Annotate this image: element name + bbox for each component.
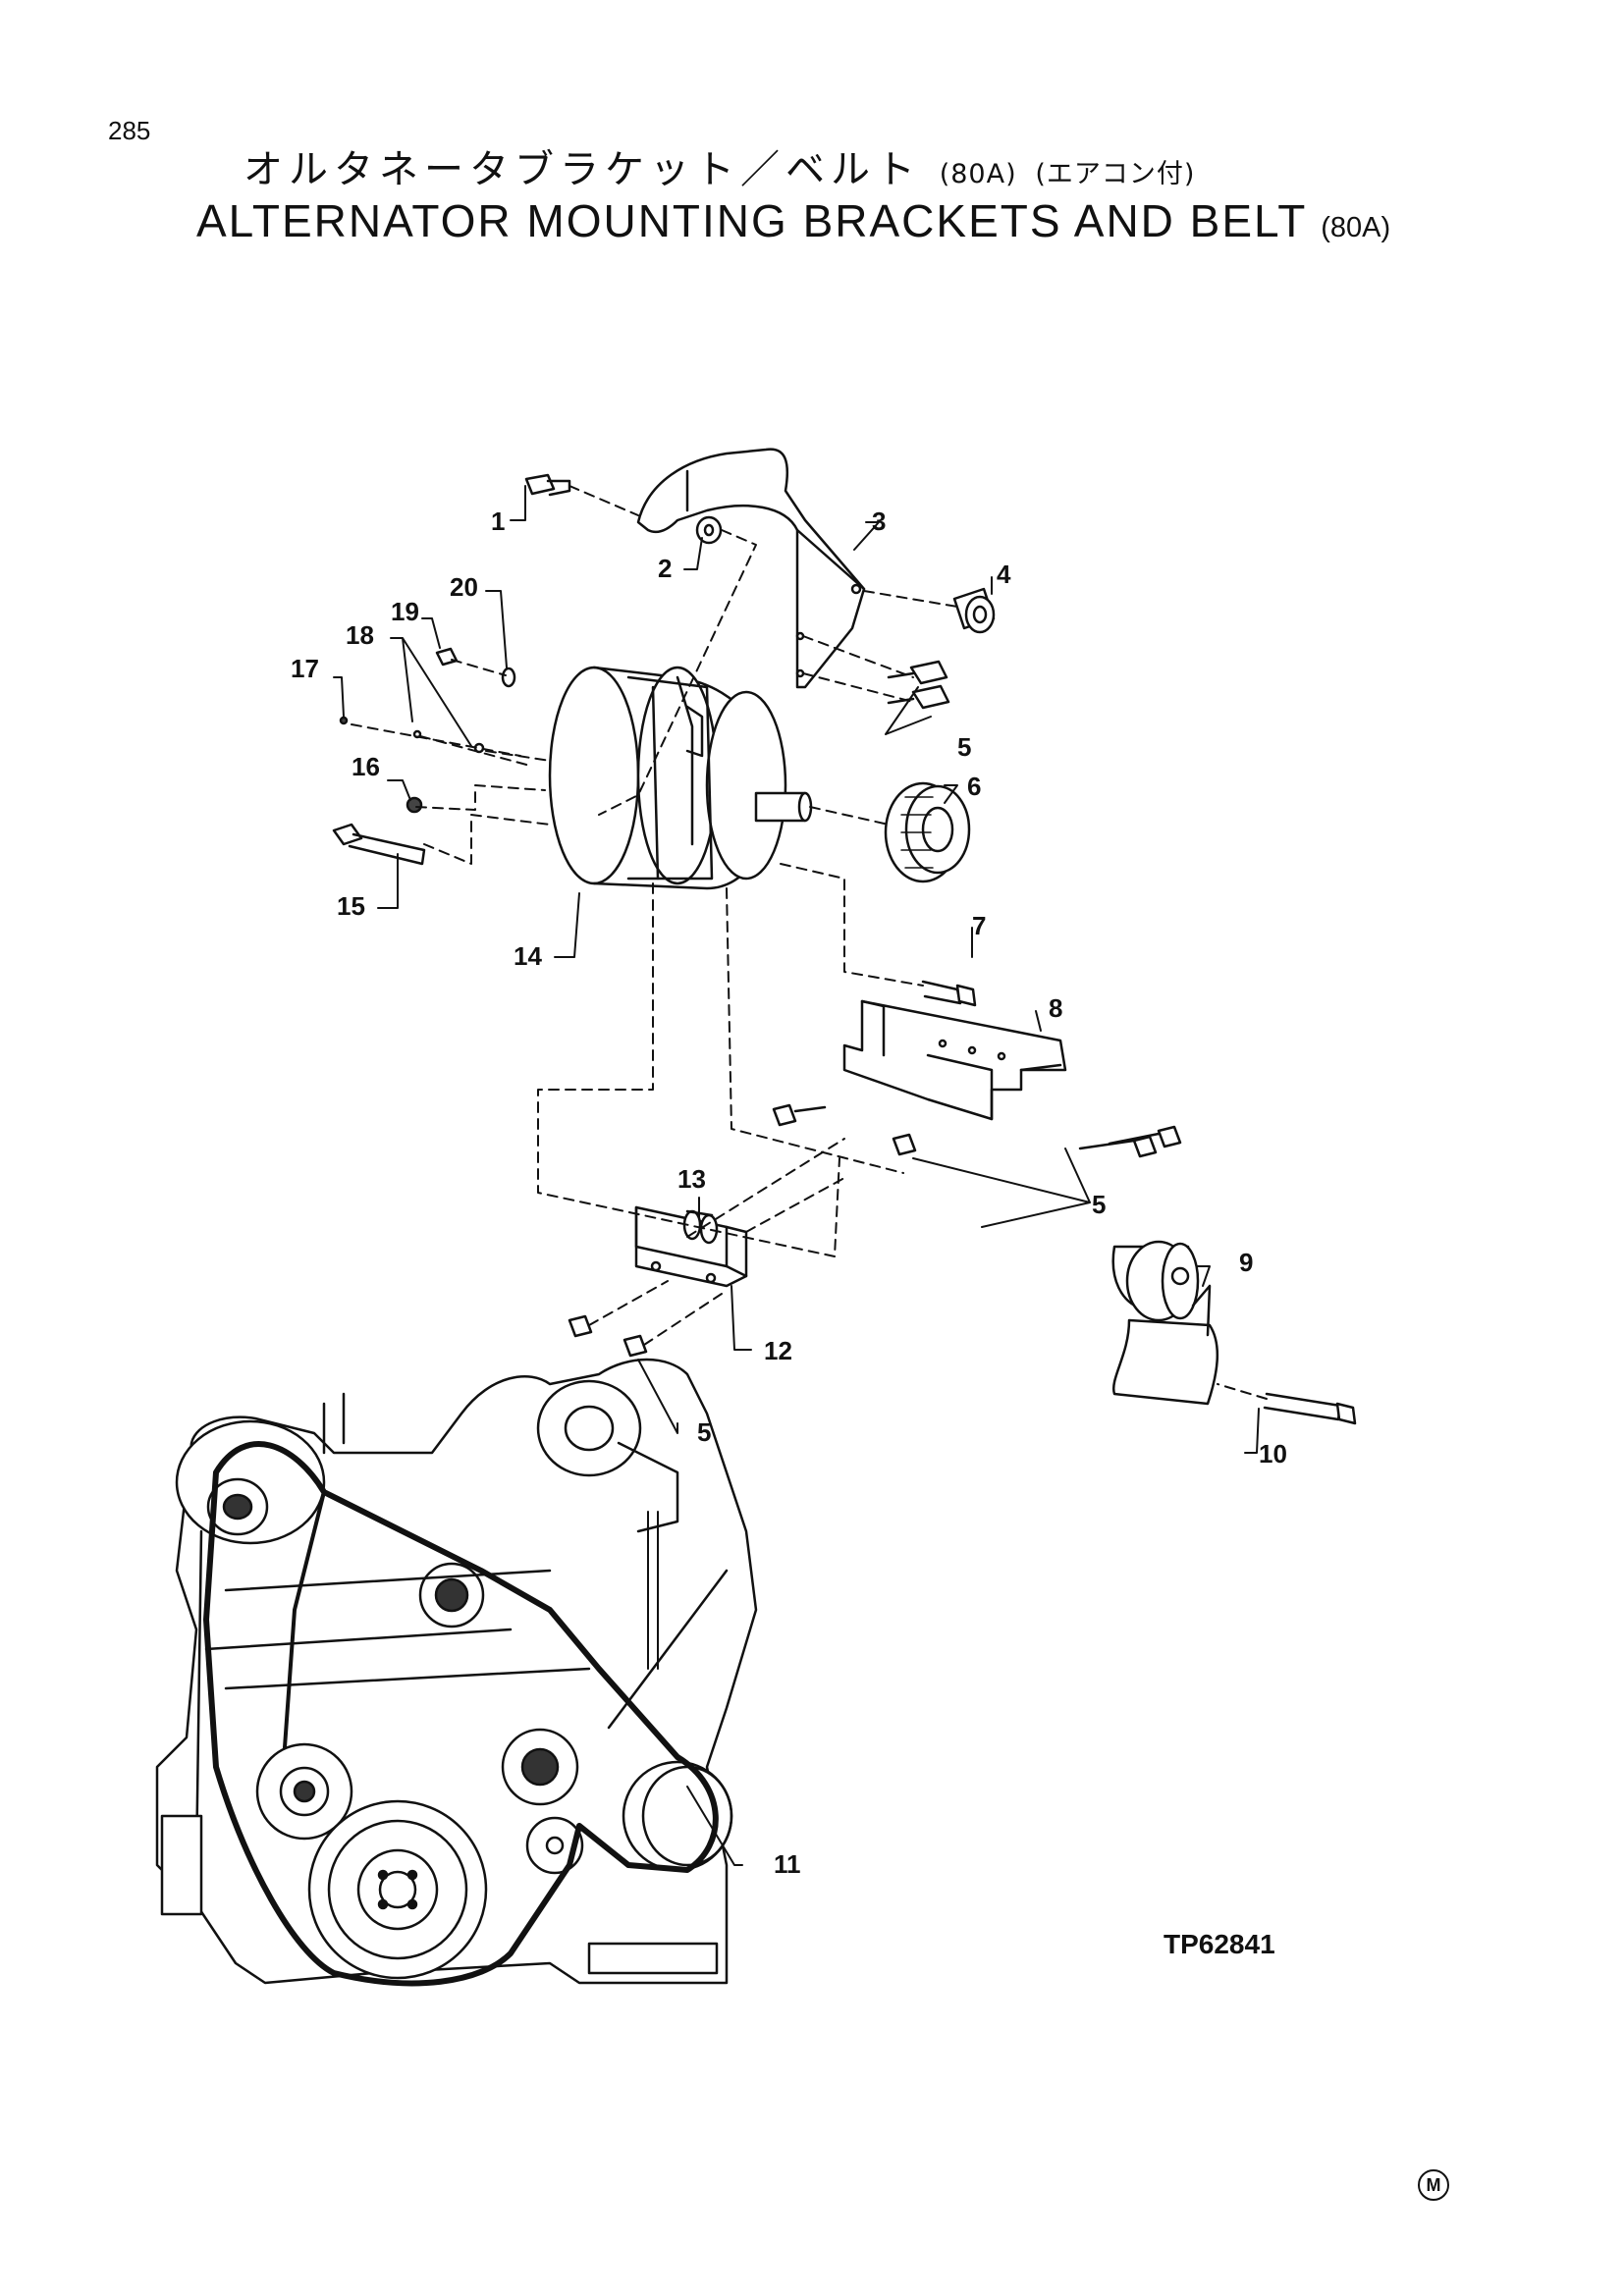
- callout-7: 7: [972, 911, 986, 940]
- part-2-washer: [695, 515, 723, 545]
- callout-15: 15: [337, 891, 365, 921]
- callout-3: 3: [872, 507, 886, 536]
- part-8-adjust-bracket: [842, 999, 1067, 1121]
- part-1-bolt: [524, 473, 571, 497]
- callout-11: 11: [774, 1849, 801, 1879]
- reference-code: TP62841: [1164, 1929, 1275, 1959]
- page-number: 285: [108, 116, 151, 145]
- callout-17: 17: [291, 654, 319, 683]
- callout-12: 12: [764, 1336, 792, 1365]
- m-mark: M: [1418, 2169, 1449, 2201]
- part-12-clamp-bracket: [634, 1205, 748, 1288]
- part-5-bolts-lower: [568, 1314, 648, 1358]
- part-11-belt: [203, 1441, 719, 1987]
- callout-18: 18: [346, 620, 374, 650]
- engine-assembly: [155, 1358, 758, 1985]
- title-en-rating: (80A): [1321, 212, 1391, 243]
- title-japanese: オルタネータブラケット／ベルト (80A) (エアコン付): [244, 137, 1195, 194]
- parts-16-20-hardware: [339, 647, 516, 814]
- callout-5c: 5: [697, 1417, 711, 1447]
- part-4-spacer: [952, 587, 996, 634]
- part-5-bolts-middle: [772, 1103, 1182, 1158]
- callout-5b: 5: [1092, 1190, 1106, 1219]
- callout-10: 10: [1259, 1439, 1287, 1468]
- callout-8: 8: [1049, 993, 1062, 1023]
- title-jp-note: (エアコン付): [1035, 159, 1196, 189]
- title-jp-rating: (80A): [939, 159, 1017, 189]
- callout-9: 9: [1239, 1248, 1253, 1277]
- part-5-bolts-upper: [887, 660, 950, 710]
- callout-19: 19: [391, 597, 419, 626]
- part-3-bracket: [636, 448, 866, 689]
- title-english: ALTERNATOR MOUNTING BRACKETS AND BELT (8…: [196, 194, 1390, 247]
- callout-5a: 5: [957, 732, 971, 762]
- callout-20: 20: [450, 572, 478, 602]
- callout-13: 13: [677, 1164, 706, 1194]
- title-en-text: ALTERNATOR MOUNTING BRACKETS AND BELT: [196, 195, 1307, 246]
- callout-2: 2: [658, 554, 672, 583]
- part-7-bolt: [921, 980, 977, 1007]
- callout-4: 4: [997, 560, 1011, 589]
- part-15-long-bolt: [332, 823, 426, 866]
- callout-16: 16: [352, 752, 380, 781]
- part-14-alternator: [548, 666, 813, 890]
- callout-14: 14: [514, 941, 542, 971]
- callout-1: 1: [491, 507, 505, 536]
- title-jp-text: オルタネータブラケット／ベルト: [244, 147, 921, 192]
- part-6-pulley: [884, 781, 971, 883]
- part-9-tensioner: [1111, 1240, 1219, 1406]
- part-10-bolt: [1263, 1392, 1357, 1425]
- callout-6: 6: [967, 772, 981, 801]
